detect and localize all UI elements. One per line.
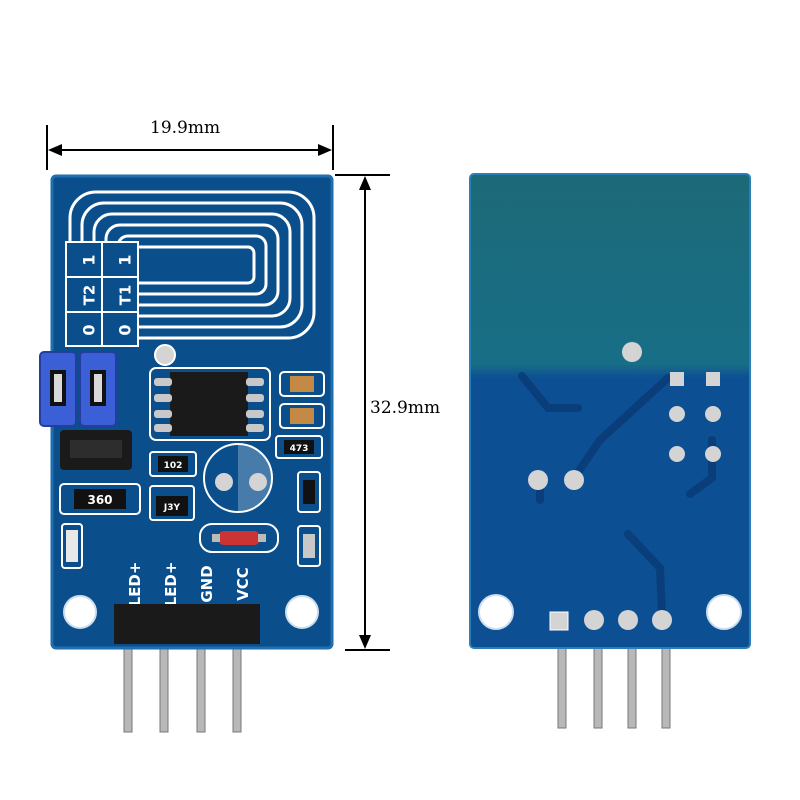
svg-text:J3Y: J3Y xyxy=(163,503,181,513)
diode xyxy=(199,523,279,553)
status-led xyxy=(61,523,83,569)
pin-label: LED+ xyxy=(162,562,180,607)
resistor-360: 360 xyxy=(59,483,141,515)
back-via xyxy=(622,342,642,362)
transistor-j3y: J3Y xyxy=(149,485,195,521)
pin-label: GND xyxy=(198,565,216,602)
mounting-hole xyxy=(285,595,319,629)
jumper-label: 1 xyxy=(116,254,135,265)
jumper-label: T2 xyxy=(81,285,99,306)
small-smd-parts xyxy=(297,471,321,567)
smd-capacitors xyxy=(279,371,325,429)
mode-jumper-table: 1 1 T2 T1 0 0 xyxy=(65,241,139,347)
back-ic-pads xyxy=(669,372,721,462)
back-traces xyxy=(518,372,716,618)
back-pad xyxy=(528,470,548,490)
svg-text:102: 102 xyxy=(164,461,183,471)
via-pad xyxy=(154,344,176,366)
back-pad xyxy=(564,470,584,490)
height-dimension-line xyxy=(335,174,390,651)
mounting-hole xyxy=(63,595,97,629)
jumper-label: 0 xyxy=(80,324,99,335)
width-dimension-label: 19.9mm xyxy=(150,118,221,138)
jumper-caps xyxy=(39,351,117,427)
jumper-label: 0 xyxy=(116,324,135,335)
resistor-102: 102 xyxy=(149,451,197,477)
front-pcb: 1 1 T2 T1 0 0 xyxy=(39,174,334,733)
width-dimension-line xyxy=(46,125,334,170)
pin-label: VCC xyxy=(234,567,252,601)
back-header-pins xyxy=(557,639,671,729)
touch-ic-chip xyxy=(149,367,271,441)
back-header-pads xyxy=(549,610,672,631)
pin-label: LED+ xyxy=(126,562,144,607)
height-dimension-label: 32.9mm xyxy=(370,398,441,418)
resistor-473: 473 xyxy=(275,435,323,459)
svg-text:360: 360 xyxy=(87,493,112,507)
capacitor-footprint xyxy=(203,443,273,513)
front-pin-header xyxy=(114,604,260,644)
mounting-hole xyxy=(706,594,742,630)
mounting-hole xyxy=(478,594,514,630)
jumper-label: 1 xyxy=(80,254,99,265)
front-header-pins xyxy=(123,639,242,733)
svg-text:473: 473 xyxy=(290,444,309,454)
jumper-label: T1 xyxy=(117,285,135,306)
back-pcb xyxy=(469,173,751,729)
